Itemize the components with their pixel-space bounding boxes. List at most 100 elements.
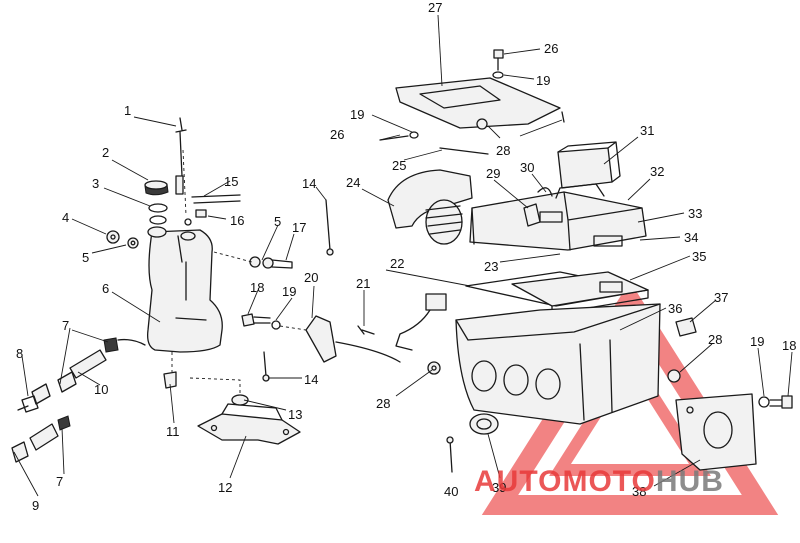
- callout-6: 6: [102, 281, 109, 296]
- callout-22: 22: [390, 256, 404, 271]
- rivet-14-upper: [325, 199, 334, 256]
- cap-gasket: [148, 203, 168, 225]
- washer-4: [106, 230, 120, 244]
- callout-21: 21: [356, 276, 370, 291]
- callout-15: 15: [224, 174, 238, 189]
- watermark-text-hub: HUB: [656, 465, 724, 498]
- hose-clamp-9: [11, 423, 59, 463]
- callout-28-left: 28: [376, 396, 390, 411]
- drain-plug-8: [17, 383, 51, 413]
- callout-19-right: 19: [750, 334, 764, 349]
- hose-fitting-7: [103, 337, 119, 353]
- callout-18-right: 18: [782, 338, 796, 353]
- callout-26-left: 26: [330, 127, 344, 142]
- bolt-17: [213, 251, 293, 269]
- callout-29: 29: [486, 166, 500, 181]
- grommet-13: [189, 377, 249, 406]
- callout-30: 30: [520, 160, 534, 175]
- callout-20: 20: [304, 270, 318, 285]
- grommet-28-left: [427, 361, 441, 375]
- callout-39: 39: [492, 480, 506, 495]
- drain-hose-10: [57, 349, 107, 393]
- callout-19-left: 19: [282, 284, 296, 299]
- callout-23: 23: [484, 259, 498, 274]
- callout-7-upper: 7: [62, 318, 69, 333]
- callout-26-top: 26: [544, 41, 558, 56]
- bolt-18-left: [241, 313, 271, 327]
- callout-37: 37: [714, 290, 728, 305]
- hose-fitting-7-lower: [57, 415, 71, 431]
- rivet-14-lower: [262, 351, 270, 382]
- airbox-lower-36: [455, 303, 661, 425]
- callout-18-left: 18: [250, 280, 264, 295]
- callout-1: 1: [124, 103, 131, 118]
- callout-10: 10: [94, 382, 108, 397]
- oil-tank: [147, 226, 223, 353]
- screw-40: [446, 436, 454, 473]
- mounting-bracket-12: [197, 403, 301, 445]
- watermark-logo-text: AUTOMOTOHUB: [474, 465, 724, 498]
- callout-4: 4: [62, 210, 69, 225]
- intake-duct-24: [387, 169, 473, 245]
- top-cover-27: [395, 77, 561, 129]
- callout-11: 11: [166, 424, 180, 439]
- fitting-16: [184, 209, 207, 226]
- bolt-18-right: [769, 395, 793, 409]
- grommet-28-right: [667, 369, 681, 383]
- leader-lines: [13, 14, 793, 497]
- callout-33: 33: [688, 206, 702, 221]
- cable-tie-25: [439, 147, 489, 155]
- callout-34: 34: [684, 230, 698, 245]
- drain-line: [117, 338, 173, 372]
- callout-2: 2: [102, 145, 109, 160]
- grommet-28-top: [476, 111, 565, 130]
- sensor-connector: [395, 293, 447, 351]
- callout-7-lower: 7: [56, 474, 63, 489]
- callout-5-right: 5: [274, 214, 281, 229]
- bolt-26-left: [379, 131, 419, 141]
- grommet-11: [163, 371, 177, 389]
- callout-16: 16: [230, 213, 244, 228]
- bracket-20: [279, 315, 401, 363]
- callout-19-top: 19: [536, 73, 550, 88]
- tank-cap: [144, 180, 169, 196]
- filter-housing-32: [469, 183, 647, 251]
- screw-21: [357, 325, 375, 335]
- callout-32: 32: [650, 164, 664, 179]
- watermark-text-auto: AUTO: [474, 465, 562, 498]
- callout-35: 35: [692, 249, 706, 264]
- bolt-26-top: [492, 49, 504, 79]
- callout-24: 24: [346, 175, 360, 190]
- washer-19-right: [758, 396, 770, 408]
- svg-text:AUTOMOTOHUB: AUTOMOTOHUB: [474, 465, 724, 498]
- callout-27: 27: [428, 0, 442, 15]
- callout-9: 9: [32, 498, 39, 513]
- washer-19-left: [271, 320, 281, 330]
- washer-5-left: [127, 237, 139, 249]
- callout-12: 12: [218, 480, 232, 495]
- mount-plate-38: [675, 393, 757, 471]
- dipstick: [175, 117, 187, 216]
- spring-clip-30: [537, 187, 553, 197]
- callout-14-lower: 14: [304, 372, 318, 387]
- seal-39: [469, 413, 499, 435]
- watermark-text-moto: MOTO: [562, 465, 655, 498]
- callout-25: 25: [392, 158, 406, 173]
- foam-filter-31: [557, 141, 621, 189]
- callout-3: 3: [92, 176, 99, 191]
- callout-28-right: 28: [708, 332, 722, 347]
- callout-31: 31: [640, 123, 654, 138]
- tank-hose-15: [191, 194, 241, 204]
- callout-5-left: 5: [82, 250, 89, 265]
- callout-28-top: 28: [496, 143, 510, 158]
- callout-38: 38: [632, 484, 646, 499]
- washer-5-right: [249, 256, 261, 268]
- callout-14-upper: 14: [302, 176, 316, 191]
- callout-13: 13: [288, 407, 302, 422]
- callout-36: 36: [668, 301, 682, 316]
- callout-40: 40: [444, 484, 458, 499]
- callout-8: 8: [16, 346, 23, 361]
- plug-37: [675, 317, 697, 337]
